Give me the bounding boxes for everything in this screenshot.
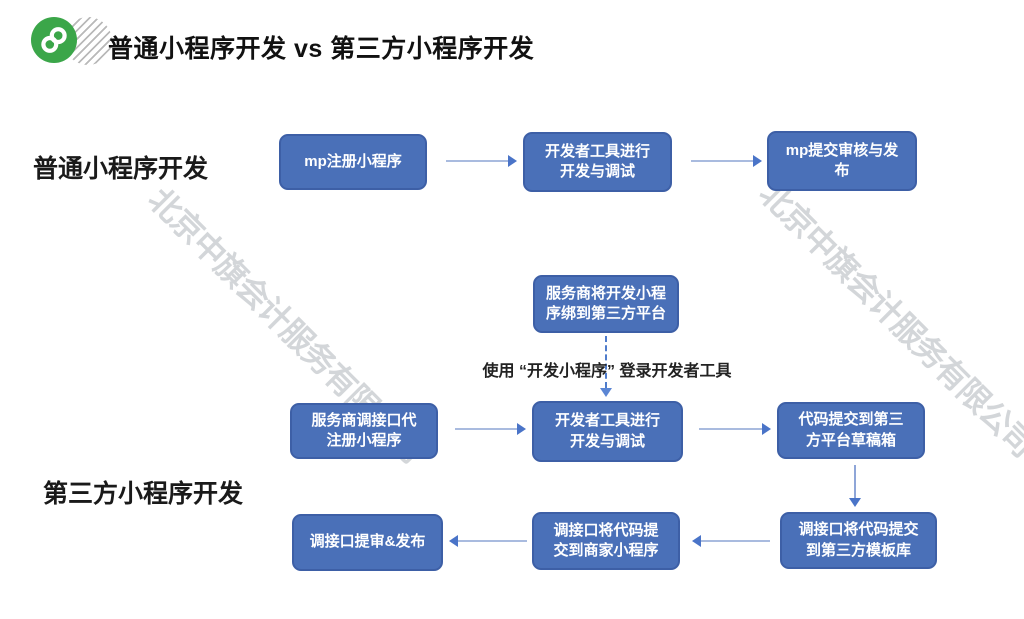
connector-c2-c1-arrow (449, 535, 527, 547)
flow-node-code-to-template-lib: 调接口将代码提交 到第三方模板库 (780, 512, 937, 569)
flow-node-code-to-merchant-app: 调接口将代码提 交到商家小程序 (532, 512, 680, 570)
flow-node-devtools-debug-third: 开发者工具进行 开发与调试 (532, 401, 683, 462)
connector-b2-b3-arrow (699, 423, 771, 435)
connector-a1-a2-arrow (446, 155, 517, 167)
connector-c3-c2-arrow (692, 535, 770, 547)
flow-node-mp-submit-release: mp提交审核与发 布 (767, 131, 917, 191)
flow-node-bind-third-party-platform: 服务商将开发小程 序绑到第三方平台 (533, 275, 679, 333)
flow-label-third-party-dev: 第三方小程序开发 (43, 480, 244, 508)
connector-b3-c3-arrow (849, 465, 861, 507)
connector-b1-b2-arrow (455, 423, 526, 435)
page-title: 普通小程序开发 vs 第三方小程序开发 (108, 35, 535, 63)
flow-node-mp-register: mp注册小程序 (279, 134, 427, 190)
flow-node-devtools-debug-normal: 开发者工具进行 开发与调试 (523, 132, 672, 192)
annotation-login-devtools: 使用 “开发小程序” 登录开发者工具 (482, 363, 732, 380)
flow-node-api-register: 服务商调接口代 注册小程序 (290, 403, 438, 459)
flow-node-api-audit-release: 调接口提审&发布 (292, 514, 443, 571)
flow-node-code-to-draft-box: 代码提交到第三 方平台草稿箱 (777, 402, 925, 459)
flow-label-normal-dev: 普通小程序开发 (33, 155, 209, 183)
connector-b0-b2-dashed-arrow (600, 336, 612, 397)
wechat-mini-program-logo-icon (30, 16, 78, 64)
connector-a2-a3-arrow (691, 155, 762, 167)
